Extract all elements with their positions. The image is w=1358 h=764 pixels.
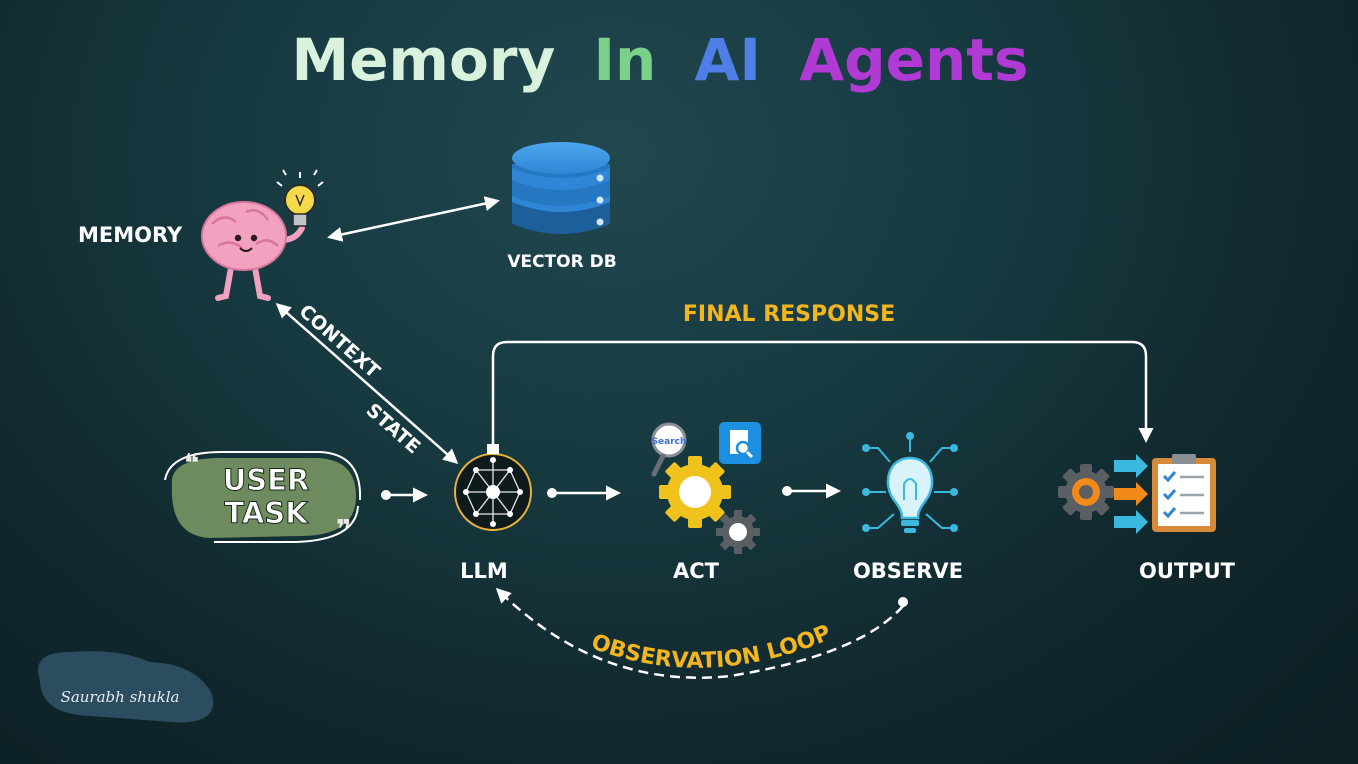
search-badge-text: Search — [652, 437, 687, 447]
gear-small-icon — [716, 510, 760, 554]
database-icon — [512, 142, 610, 234]
final-response-arrow — [491, 340, 1154, 444]
observation-loop-text: OBSERVATION LOOP — [588, 621, 835, 674]
user-task-label-line2: TASK — [224, 496, 309, 530]
user-task-node: ❝ ❞ USER TASK — [164, 449, 362, 545]
title-word-agents: Agents — [799, 26, 1028, 94]
llm-act-dot — [547, 488, 557, 498]
observation-loop-arrow — [495, 587, 904, 679]
process-arrows-icon — [1114, 454, 1148, 534]
clipboard-checklist-icon — [1152, 454, 1216, 532]
llm-label: LLM — [460, 559, 508, 583]
observation-loop-dot — [898, 597, 908, 607]
observation-loop-label: OBSERVATION LOOP — [588, 621, 835, 674]
search-magnifier-icon: Search — [651, 422, 687, 477]
gear-large-icon — [659, 456, 731, 528]
signature: Saurabh shukla — [38, 651, 214, 723]
title-word-in: In — [593, 26, 656, 94]
lightbulb-icon — [276, 169, 324, 227]
context-label: CONTEXT — [295, 300, 384, 382]
quote-open-icon: ❝ — [184, 449, 199, 479]
signature-text: Saurabh shukla — [61, 688, 180, 706]
final-response-label: FINAL RESPONSE — [683, 302, 895, 327]
vector-db-label: VECTOR DB — [507, 252, 616, 272]
llm-port — [487, 444, 499, 454]
user-task-label-line1: USER — [223, 463, 310, 497]
vector-db-node: VECTOR DB — [507, 142, 617, 272]
memory-label: MEMORY — [78, 223, 183, 247]
usertask-llm-dot — [381, 490, 391, 500]
idea-circuit-icon — [862, 432, 958, 533]
observe-label: OBSERVE — [853, 559, 963, 583]
output-label: OUTPUT — [1139, 559, 1236, 583]
act-label: ACT — [673, 559, 720, 583]
context-state-arrow — [275, 303, 459, 464]
title-word-memory: Memory — [292, 26, 556, 94]
act-node: Search — [651, 422, 761, 583]
page-title: Memory In AI Agents — [292, 26, 1029, 94]
output-node: OUTPUT — [1058, 454, 1236, 583]
memory-vectordb-arrow — [327, 196, 500, 242]
memory-node: MEMORY — [78, 169, 324, 301]
act-observe-dot — [782, 486, 792, 496]
brain-icon — [201, 201, 305, 301]
neural-network-icon — [454, 453, 532, 531]
llm-node: LLM — [454, 444, 532, 583]
observe-node: OBSERVE — [853, 432, 963, 583]
quote-close-icon: ❞ — [336, 515, 351, 545]
title-word-ai: AI — [695, 26, 761, 94]
signature-blob — [38, 651, 214, 723]
document-search-icon — [719, 422, 761, 464]
gear-output-icon — [1058, 464, 1114, 520]
